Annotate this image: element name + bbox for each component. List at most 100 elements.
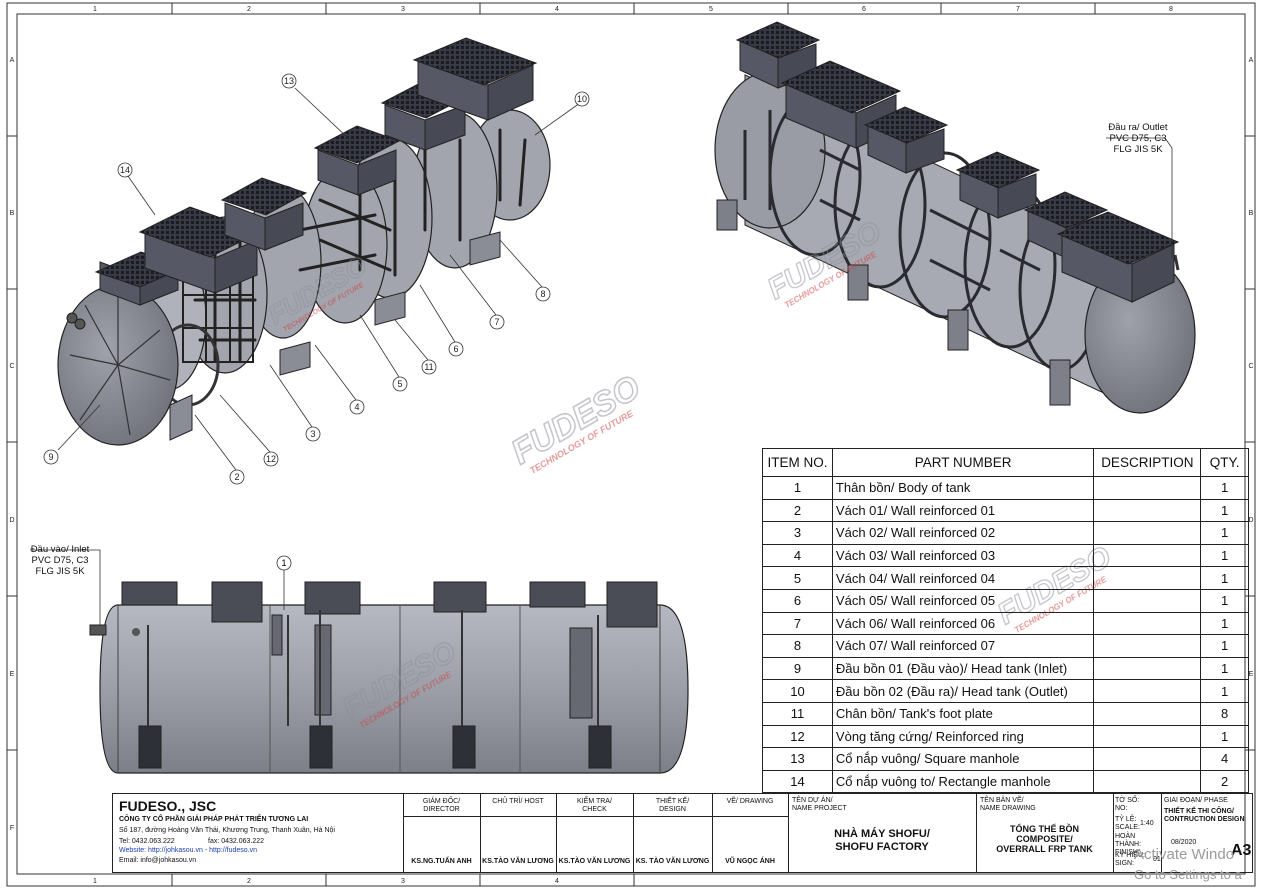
approval-signer-name: KS.TÀO VĂN LƯƠNG [558,858,631,865]
item-number: 7 [762,611,833,636]
description [1093,498,1202,523]
row-marker-c: C [9,363,14,370]
project-name-line1: NHÀ MÁY SHOFU/ [834,828,930,840]
description [1093,747,1202,771]
title-block: FUDESO., JSC CÔNG TY CỔ PHẦN GIẢI PHÁP P… [112,793,1253,873]
quantity: 1 [1200,521,1249,545]
row-marker-f: F [10,825,14,832]
part-number: Vòng tăng cứng/ Reinforced ring [831,724,1095,749]
row-marker-e: E [10,671,15,678]
col-marker-2: 2 [247,6,251,13]
phase-label: GIAI ĐOẠN/ PHASE [1164,797,1228,804]
sign-value: 01 [1153,856,1161,863]
manhole-4 [313,125,401,196]
description [1093,679,1202,703]
col-marker-3: 3 [401,6,405,13]
header-qty: QTY. [1200,448,1249,477]
row-marker-right-c: C [1248,363,1253,370]
manhole-3 [220,177,308,251]
approval-role-title: VẼ/ DRAWING [726,798,774,805]
description [1093,521,1202,545]
callout-13: 13 [284,76,294,86]
inlet-note-line1: Đầu vào/ Inlet [31,544,90,555]
item-number: 11 [762,701,833,726]
part-number: Vách 07/ Wall reinforced 07 [831,634,1095,658]
item-number: 12 [762,724,833,749]
part-number: Cổ nắp vuông to/ Rectangle manhole [831,769,1095,794]
phase-value: THIẾT KẾ THI CÔNG/ CONTRUCTION DESIGN [1164,808,1245,823]
description [1093,656,1202,681]
company-email: Email: info@johkasou.vn [119,857,197,864]
col-marker-1: 1 [93,6,97,13]
side-elevation-view: Đầu vào/ Inlet PVC D75, C3 FLG JIS 5K 1 [30,544,689,774]
company-fax: fax: 0432.063.222 [208,838,265,845]
part-number: Chân bồn/ Tank's foot plate [831,701,1095,726]
manhole-6 [412,37,538,121]
approval-divider [403,816,480,817]
project-cell: TÊN DỰ ÁN/ NAME PROJECT NHÀ MÁY SHOFU/ S… [788,794,977,872]
item-number: 5 [762,566,833,590]
description [1093,769,1202,794]
part-number: Cổ nắp vuông/ Square manhole [831,747,1095,771]
col-marker-7: 7 [1016,6,1020,13]
company-website[interactable]: Website: http://johkasou.vn - http://fud… [119,847,258,854]
drawing-label: TÊN BẢN VẼ/ NAME DRAWING [980,797,1036,812]
callout-5: 5 [397,379,402,389]
approval-divider [556,816,633,817]
part-number: Vách 01/ Wall reinforced 01 [831,498,1095,523]
quantity: 4 [1200,747,1249,771]
company-tel: Tel: 0432.063.222 [119,838,175,845]
outlet-note-line2: PVC D75, C3 [1109,133,1166,144]
col-marker-8: 8 [1169,6,1173,13]
activate-windows-line1: Activate Windo [1134,846,1235,863]
drawing-name-line2: COMPOSITE/ [1016,834,1073,844]
item-number: 8 [762,634,833,658]
callout-4: 4 [354,402,359,412]
item-number: 2 [762,498,833,523]
quantity: 2 [1200,769,1249,794]
scale-label: TỶ LỆ: SCALE: [1115,816,1140,831]
approval-role-title: KIỂM TRA/ CHECK [577,798,612,813]
isometric-view: Đầu ra/ Outlet PVC D75, C3 FLG JIS 5K [714,21,1196,414]
header-description: DESCRIPTION [1093,448,1202,477]
part-number: Vách 06/ Wall reinforced 06 [831,611,1095,636]
exploded-view: 9 2 12 3 4 5 6 7 8 10 11 13 14 [43,37,590,485]
col-marker-bottom-4: 4 [555,878,559,885]
callout-1: 1 [281,558,286,568]
quantity: 1 [1200,611,1249,636]
description [1093,611,1202,636]
part-number: Vách 03/ Wall reinforced 03 [831,543,1095,568]
project-name-line2: SHOFU FACTORY [835,841,929,853]
callout-7: 7 [494,317,499,327]
parts-list-header: ITEM NO. PART NUMBER DESCRIPTION QTY. [762,448,1249,477]
part-number: Vách 04/ Wall reinforced 04 [831,566,1095,590]
item-number: 13 [762,747,833,771]
quantity: 1 [1200,656,1249,681]
drawing-cell: TÊN BẢN VẼ/ NAME DRAWING TỔNG THỂ BỒN CO… [976,794,1114,872]
header-part-number: PART NUMBER [831,448,1095,477]
header-item-no: ITEM NO. [762,448,833,477]
item-number: 6 [762,588,833,613]
item-number: 4 [762,543,833,568]
part-number: Vách 05/ Wall reinforced 05 [831,588,1095,613]
company-cell: FUDESO., JSC CÔNG TY CỔ PHẦN GIẢI PHÁP P… [113,794,404,872]
part-number: Thân bồn/ Body of tank [831,476,1095,500]
row-marker-b: B [10,210,15,217]
item-number: 10 [762,679,833,703]
company-full-name: CÔNG TY CỔ PHẦN GIẢI PHÁP PHÁT TRIỂN TƯƠ… [119,816,309,823]
approval-role-title: CHỦ TRÌ/ HOST [492,798,544,805]
